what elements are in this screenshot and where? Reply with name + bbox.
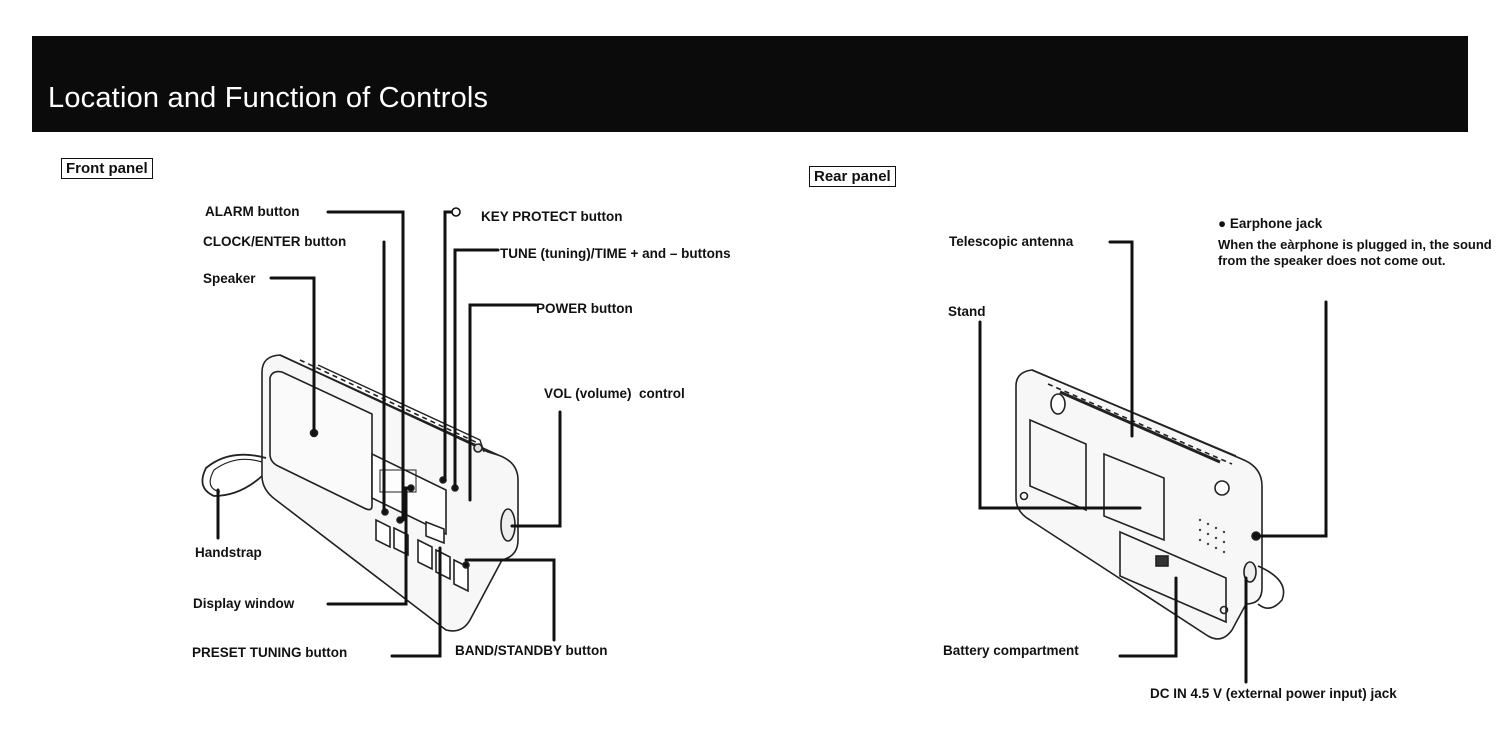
telescopic-antenna-label: Telescopic antenna [949, 234, 1074, 249]
front-leader-lines [216, 210, 562, 658]
speaker-label: Speaker [203, 271, 256, 286]
vol-control-label: VOL (volume) control [544, 386, 685, 401]
preset-tuning-button-label: PRESET TUNING button [192, 645, 348, 660]
front-panel-label: Front panel [61, 158, 153, 179]
section-header-bar: Location and Function of Controls [32, 36, 1468, 132]
handstrap-label: Handstrap [195, 545, 262, 560]
band-standby-button-label: BAND/STANDBY button [455, 643, 608, 658]
earphone-jack-title: Earphone jack [1229, 216, 1323, 231]
rear-panel-label: Rear panel [809, 166, 896, 187]
rear-leader-lines [978, 240, 1328, 684]
earphone-jack-label: ● Earphone jack [1218, 216, 1322, 232]
battery-compartment-label: Battery compartment [943, 643, 1079, 658]
page-title: Location and Function of Controls [48, 82, 489, 114]
stand-label: Stand [948, 304, 986, 319]
earphone-jack-icon: ● [1218, 216, 1227, 231]
power-button-label: POWER button [536, 301, 633, 316]
key-protect-button-label: KEY PROTECT button [481, 209, 623, 224]
rear-radio-illustration [1015, 369, 1285, 640]
dc-in-jack-label: DC IN 4.5 V (external power input) jack [1150, 686, 1397, 701]
tune-time-buttons-label: TUNE (tuning)/TIME + and – buttons [500, 246, 731, 261]
clock-enter-button-label: CLOCK/ENTER button [203, 234, 347, 249]
alarm-button-label: ALARM button [205, 204, 300, 219]
display-window-label: Display window [193, 596, 295, 611]
earphone-jack-note: When the eàrphone is plugged in, the sou… [1218, 237, 1492, 268]
front-radio-illustration [201, 354, 519, 632]
